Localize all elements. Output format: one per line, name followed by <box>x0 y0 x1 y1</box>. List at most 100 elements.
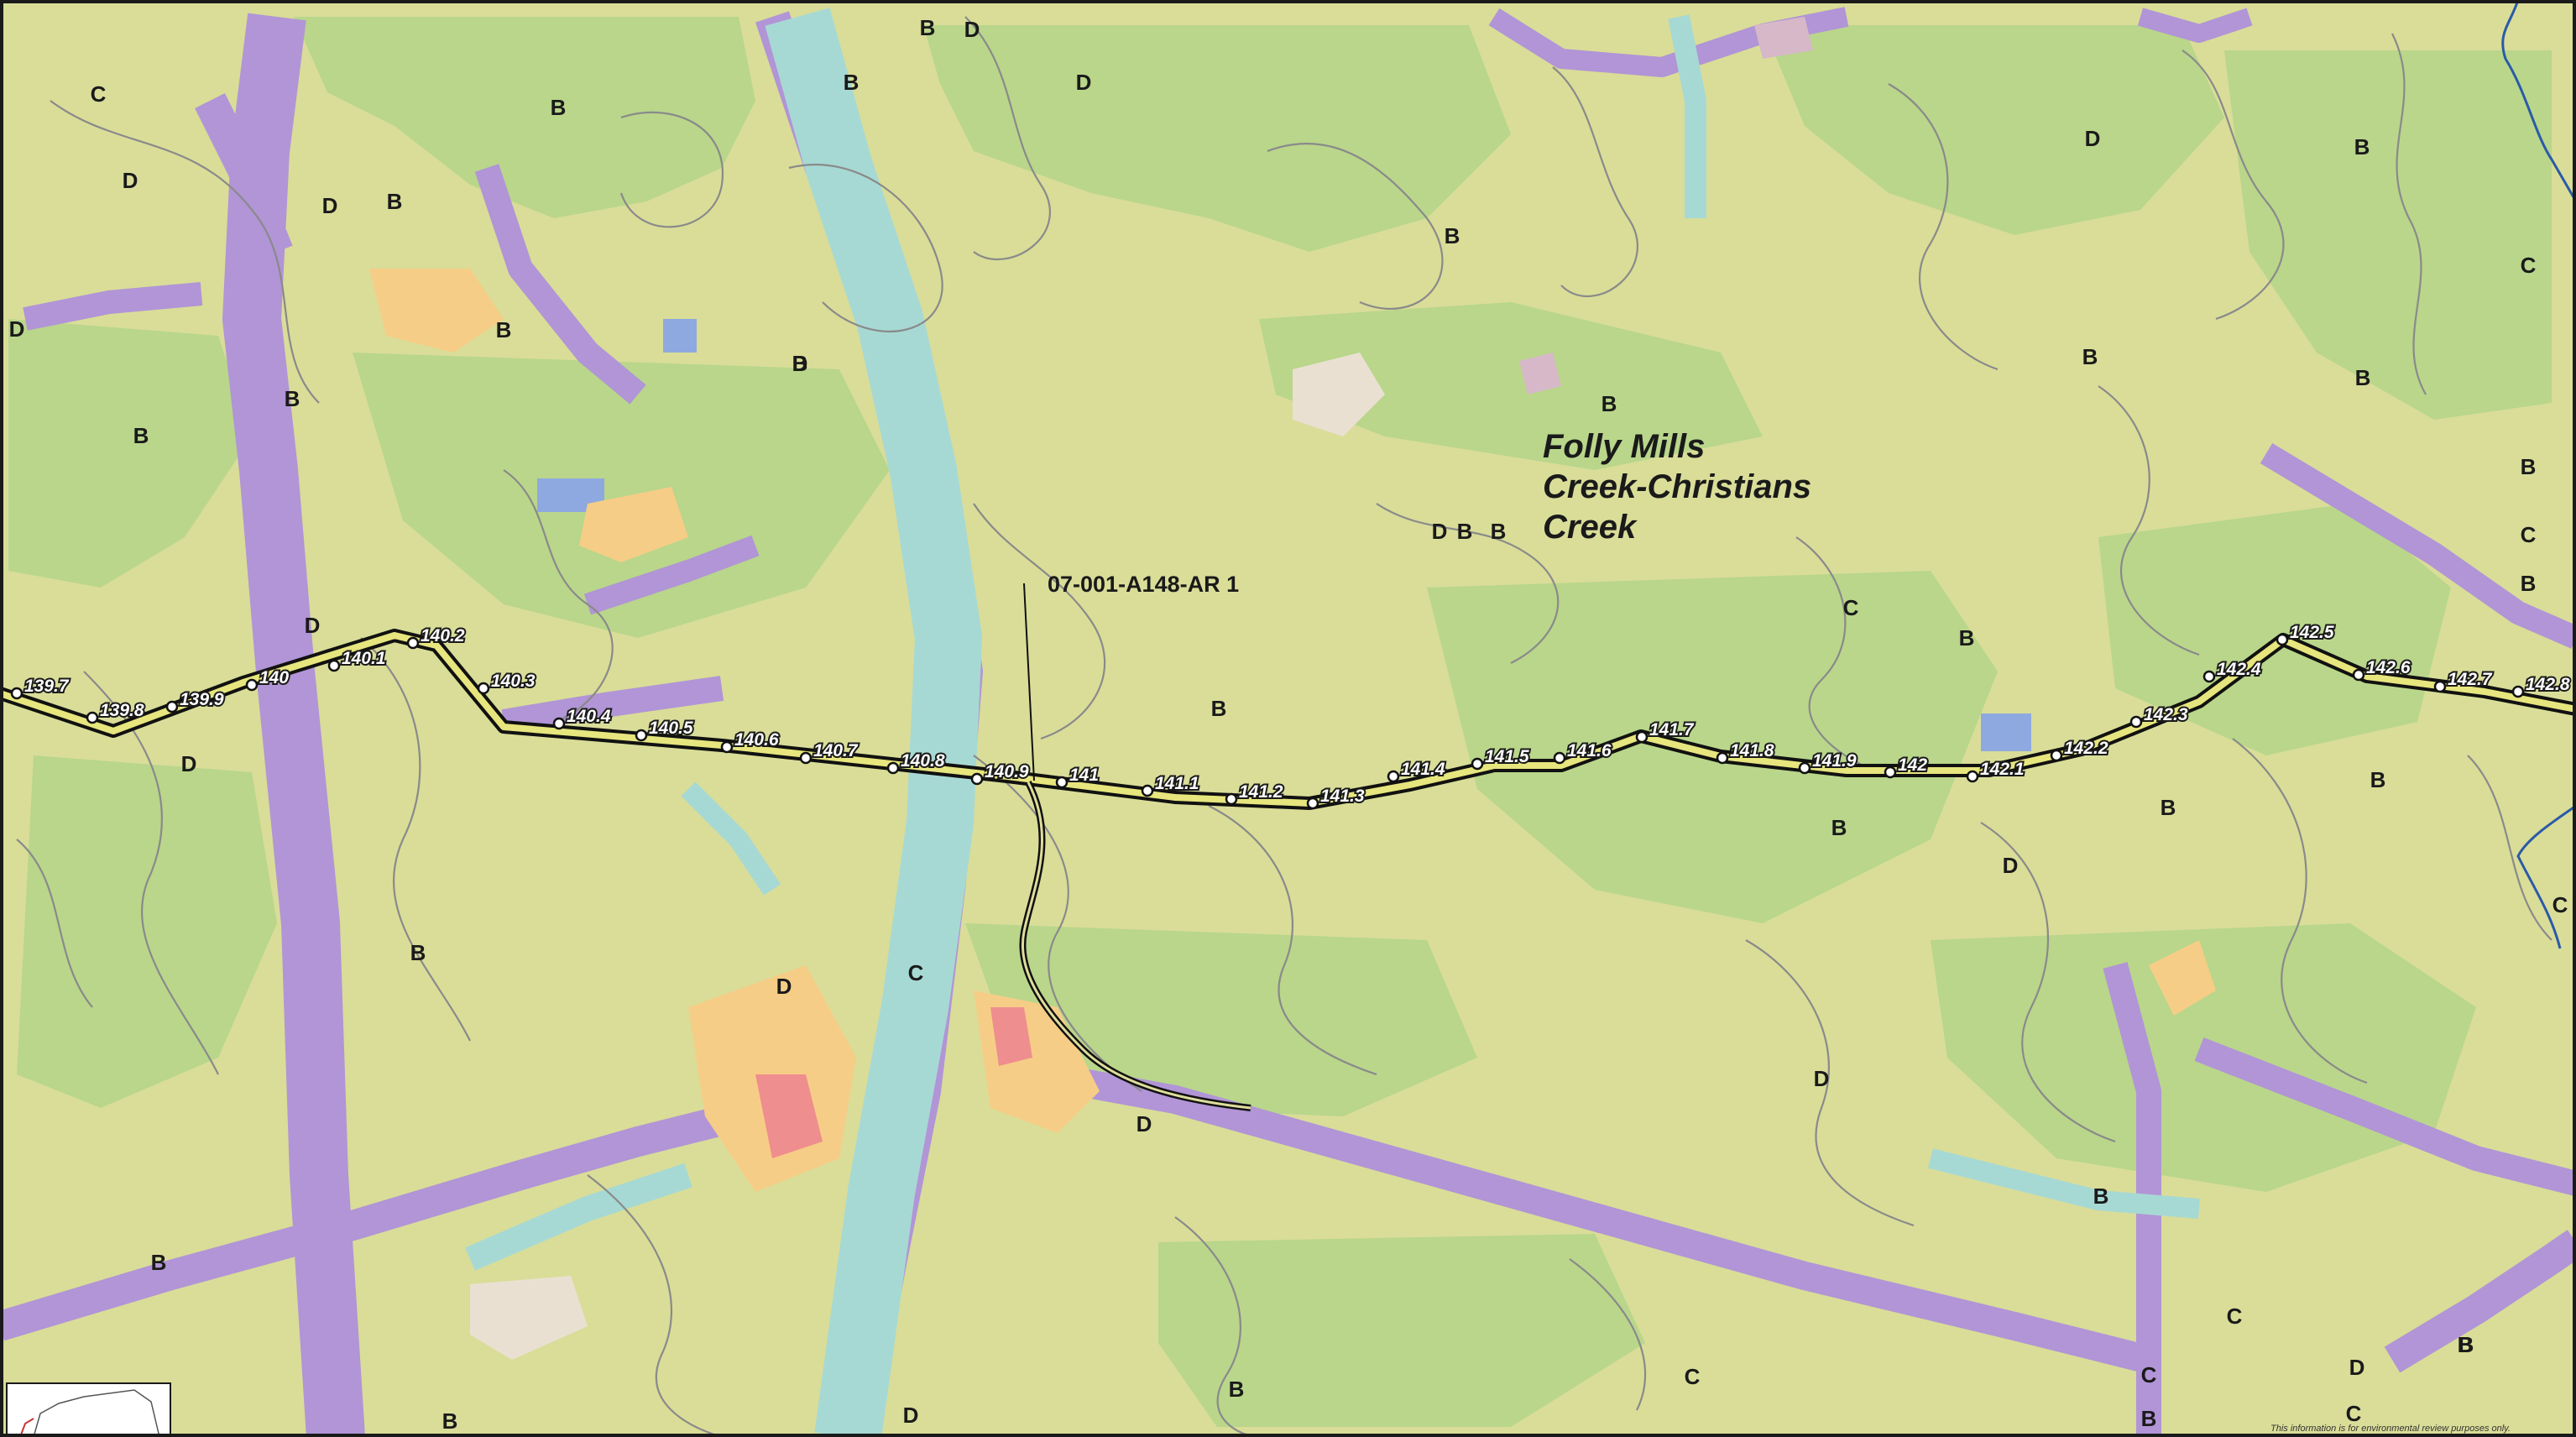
milepost-dot <box>406 636 420 650</box>
milepost-label: 142.6 <box>2366 658 2411 677</box>
soil-group-label: B <box>2355 365 2371 390</box>
soil-group-label: D <box>305 613 321 638</box>
milepost-dot <box>2202 670 2216 683</box>
milepost-marker: 142.2 <box>2050 737 2110 762</box>
watershed-name-line-2: Creek-Christians <box>1543 468 1811 505</box>
milepost-marker: 140.7 <box>799 739 860 765</box>
milepost-marker: 139.9 <box>165 688 226 713</box>
milepost-dot <box>1884 766 1897 779</box>
milepost-dot <box>86 711 99 724</box>
soil-group-label: D <box>1136 1111 1152 1137</box>
milepost-marker: 142.8 <box>2511 673 2572 698</box>
milepost-marker: 139.7 <box>10 675 71 700</box>
milepost-dot <box>1471 757 1484 771</box>
milepost-marker: 142.4 <box>2202 658 2263 683</box>
milepost-marker: 142.1 <box>1966 758 2026 783</box>
soil-group-label: B <box>442 1408 458 1434</box>
soil-group-label: B <box>2161 795 2176 820</box>
soil-group-label: D <box>2085 126 2101 151</box>
soil-group-label: C <box>2141 1362 2157 1387</box>
soil-group-label: C <box>1843 595 1859 620</box>
water-blue-patches <box>537 319 2031 751</box>
soil-group-label: D <box>9 316 25 342</box>
soil-group-label: C <box>2227 1304 2243 1329</box>
milepost-dot <box>2352 668 2365 682</box>
soil-group-label: B <box>2354 134 2370 159</box>
soil-group-label: B <box>2521 571 2537 596</box>
milepost-dot <box>1716 751 1729 765</box>
soil-group-label: B <box>792 351 808 376</box>
soil-group-label: B <box>2082 344 2098 369</box>
milepost-dot <box>2129 715 2143 729</box>
milepost-dot <box>1635 730 1649 744</box>
milepost-marker: 141.1 <box>1141 772 1201 797</box>
milepost-label: 142.3 <box>2144 705 2188 724</box>
access-road-label: 07-001-A148-AR 1 <box>1048 572 1239 597</box>
soil-group-label: B <box>1457 519 1473 544</box>
soil-group-label: B <box>2141 1406 2157 1431</box>
milepost-marker: 142.7 <box>2433 668 2495 693</box>
milepost-dot <box>1225 792 1238 806</box>
soil-group-label: D <box>2349 1355 2365 1380</box>
milepost-marker: 140.1 <box>327 647 388 672</box>
milepost-dot <box>799 751 813 765</box>
soil-group-label: B <box>2458 1332 2474 1357</box>
soil-group-label: B <box>844 70 860 95</box>
soil-group-label: B <box>410 940 426 965</box>
access-road <box>1019 583 1251 1111</box>
milepost-label: 142 <box>1898 755 1927 775</box>
milepost-marker: 139.8 <box>86 699 146 724</box>
milepost-label: 141.4 <box>1401 760 1445 779</box>
milepost-dot <box>1553 751 1566 765</box>
soil-group-label: B <box>1831 815 1847 840</box>
soil-group-label: B <box>2093 1184 2109 1209</box>
soil-group-label: B <box>1211 696 1227 721</box>
disclaimer-text: This information is for environmental re… <box>2270 1424 2511 1434</box>
soil-group-b-patches <box>8 17 2552 1427</box>
soil-group-label: B <box>2370 767 2386 792</box>
urban-patches <box>470 17 1813 1360</box>
milepost-marker: 140.5 <box>635 717 695 742</box>
milepost-dot <box>2276 633 2289 646</box>
inset-locator-map <box>6 1382 171 1437</box>
milepost-marker: 141.8 <box>1716 739 1776 765</box>
milepost-marker: 142.5 <box>2276 621 2336 646</box>
soil-orange-patches <box>369 269 2216 1192</box>
milepost-label: 141.3 <box>1320 786 1365 806</box>
soil-group-label: B <box>1491 519 1507 544</box>
milepost-dot <box>1387 770 1400 783</box>
milepost-label: 140.2 <box>421 626 465 645</box>
milepost-label: 142.1 <box>1980 760 2025 779</box>
milepost-label: 140.7 <box>813 741 859 760</box>
milepost-marker: 140.2 <box>406 624 467 650</box>
watershed-name: Folly Mills Creek-Christians Creek <box>1543 428 1821 546</box>
soil-group-label: B <box>1602 391 1617 416</box>
soil-group-label: C <box>2521 522 2537 547</box>
milepost-dot <box>1055 776 1069 789</box>
milepost-label: 140.5 <box>649 718 693 738</box>
milepost-label: 139.7 <box>24 677 70 696</box>
milepost-marker: 140.8 <box>886 750 947 775</box>
access-road-leader-line <box>1023 583 1035 781</box>
milepost-marker: 140.9 <box>970 760 1031 786</box>
soil-group-label: C <box>908 960 924 985</box>
milepost-label: 141.1 <box>1155 774 1199 793</box>
milepost-marker: 141.5 <box>1471 745 1531 771</box>
soil-boundaries <box>16 16 2552 1437</box>
milepost-marker: 141 <box>1055 764 1100 789</box>
milepost-marker: 141.9 <box>1798 750 1858 775</box>
soil-group-label: B <box>1229 1377 1245 1402</box>
soil-group-label: B <box>2521 454 2537 479</box>
milepost-label: 141.6 <box>1567 741 1612 760</box>
soil-group-label: B <box>2458 1332 2474 1357</box>
milepost-marker: 142.6 <box>2352 656 2412 682</box>
soil-group-label: D <box>1076 70 1092 95</box>
milepost-label: 140 <box>259 668 289 687</box>
soil-group-label: B <box>151 1250 167 1275</box>
milepost-dot <box>1306 797 1319 810</box>
milepost-marker: 141.4 <box>1387 758 1447 783</box>
milepost-label: 139.8 <box>100 701 144 720</box>
soil-group-label: D <box>776 974 792 999</box>
